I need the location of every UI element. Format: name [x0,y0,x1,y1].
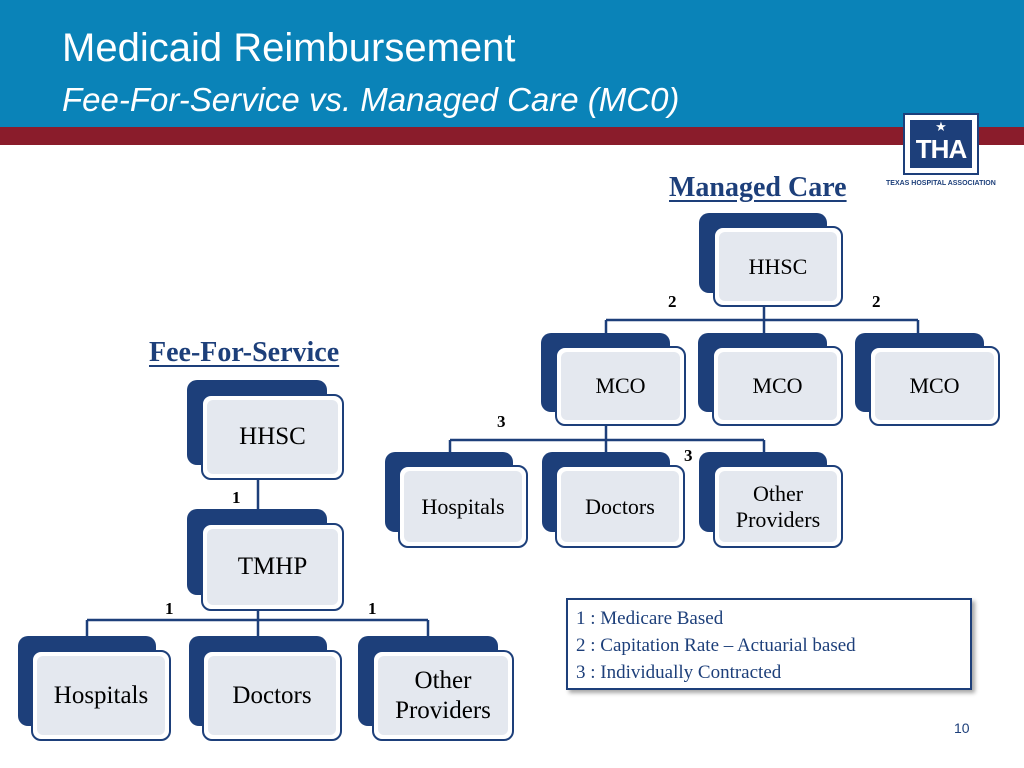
page-number: 10 [954,720,970,736]
mc-other-providers-label: Other Providers [719,471,837,542]
mc-edge-label-providers-left: 3 [497,412,506,431]
mc-edge-label-right: 2 [872,292,881,311]
tha-logo: ★ THA [903,113,979,175]
mc-mco-node-3: MCO [855,333,1000,426]
mc-mco-label-2: MCO [718,352,837,420]
ffs-edge-label-right: 1 [368,599,377,618]
fee-for-service-title: Fee-For-Service [149,337,340,368]
ffs-tmhp-node: TMHP [187,509,344,611]
mc-hospitals-node: Hospitals [385,452,528,548]
ffs-hospitals-label: Hospitals [37,656,165,735]
mc-hospitals-label: Hospitals [404,471,522,542]
header-stripe [0,127,1024,145]
ffs-doctors-label: Doctors [208,656,336,735]
star-icon: ★ [935,119,947,134]
ffs-tmhp-label: TMHP [207,529,338,605]
mc-edge-label-providers-right: 3 [684,446,693,465]
mc-hhsc-node: HHSC [699,213,843,307]
ffs-hhsc-node: HHSC [187,380,344,480]
logo-caption: TEXAS HOSPITAL ASSOCIATION [886,180,996,187]
ffs-edge-label-left: 1 [165,599,174,618]
mc-edge-label-left: 2 [668,292,677,311]
slide-title: Medicaid Reimbursement [62,26,516,70]
logo-inner: ★ THA [910,120,972,168]
mc-doctors-label: Doctors [561,471,679,542]
mc-hhsc-label: HHSC [719,232,837,301]
mc-mco-node-1: MCO [541,333,686,426]
ffs-hhsc-label: HHSC [207,400,338,474]
managed-care-title: Managed Care [669,172,847,203]
ffs-doctors-node: Doctors [189,636,342,741]
mc-doctors-node: Doctors [542,452,685,548]
legend-item-3: 3 : Individually Contracted [576,662,782,683]
ffs-hospitals-node: Hospitals [18,636,171,741]
ffs-other-providers-node: Other Providers [358,636,514,741]
ffs-edge-label-hhsc-tmhp: 1 [232,488,241,507]
mc-mco-node-2: MCO [698,333,843,426]
slide-subtitle: Fee-For-Service vs. Managed Care (MC0) [62,81,680,118]
legend-item-2: 2 : Capitation Rate – Actuarial based [576,635,856,656]
mc-other-providers-node: Other Providers [699,452,843,548]
ffs-other-providers-label: Other Providers [378,656,508,735]
logo-text: THA [915,134,967,164]
header-bar [0,0,1024,127]
mc-mco-label-3: MCO [875,352,994,420]
legend-item-1: 1 : Medicare Based [576,608,724,629]
legend-box: 1 : Medicare Based 2 : Capitation Rate –… [566,598,972,690]
mc-mco-label-1: MCO [561,352,680,420]
